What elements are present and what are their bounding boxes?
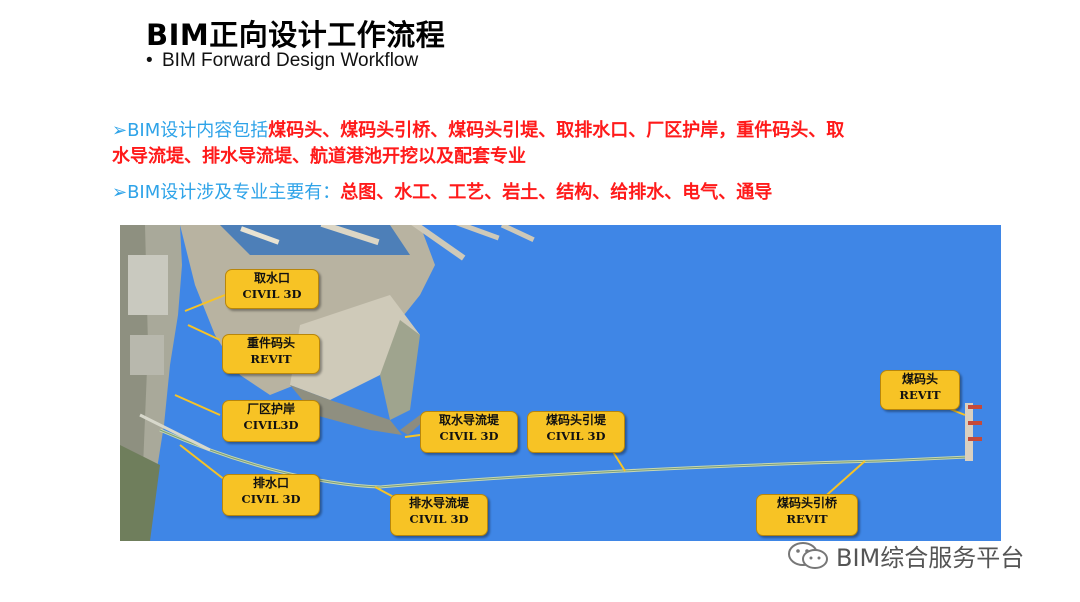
- callout-software: REVIT: [786, 512, 828, 526]
- callout-software: CIVIL 3D: [242, 287, 302, 301]
- callout-plant-revetment: 厂区护岸 CIVIL3D: [222, 400, 320, 442]
- callout-intake: 取水口 CIVIL 3D: [225, 269, 319, 309]
- callout-coal-terminal: 煤码头 REVIT: [880, 370, 960, 410]
- callout-name: 排水口: [252, 476, 289, 490]
- callout-name: 厂区护岸: [246, 402, 295, 416]
- callout-software: REVIT: [250, 352, 292, 366]
- callout-coal-approach-embankment: 煤码头引堤 CIVIL 3D: [527, 411, 625, 453]
- callout-software: CIVIL 3D: [241, 492, 301, 506]
- callout-software: REVIT: [899, 388, 941, 402]
- callout-software: CIVIL 3D: [439, 429, 499, 443]
- callout-software: CIVIL 3D: [546, 429, 606, 443]
- callout-name: 煤码头引桥: [776, 496, 837, 510]
- callout-name: 重件码头: [246, 336, 295, 350]
- content-items-cont: 水导流堤、排水导流堤、航道港池开挖以及配套专业: [112, 146, 526, 167]
- callout-intake-breakwater: 取水导流堤 CIVIL 3D: [420, 411, 518, 453]
- wechat-icon: [788, 541, 828, 569]
- content-line-3: ➢BIM设计涉及专业主要有：总图、水工、工艺、岩土、结构、给排水、电气、通导: [112, 180, 772, 206]
- coal-terminal: [965, 403, 973, 461]
- callout-name: 排水导流堤: [408, 496, 469, 510]
- callout-coal-approach-bridge: 煤码头引桥 REVIT: [756, 494, 858, 536]
- watermark: BIM综合服务平台: [786, 538, 1024, 573]
- disciplines-list: 总图、水工、工艺、岩土、结构、给排水、电气、通导: [340, 182, 773, 203]
- content-items: 煤码头、煤码头引桥、煤码头引堤、取排水口、厂区护岸，重件码头、取: [268, 120, 845, 141]
- content-line-2: 水导流堤、排水导流堤、航道港池开挖以及配套专业: [112, 144, 526, 170]
- content-prefix: ➢BIM设计内容包括: [112, 120, 269, 141]
- callout-name: 煤码头: [901, 372, 938, 386]
- land-green: [120, 445, 160, 541]
- callout-name: 取水口: [253, 271, 290, 285]
- callout-heavy-cargo-wharf: 重件码头 REVIT: [222, 334, 320, 374]
- bullet: •: [146, 50, 153, 71]
- disciplines-prefix: ➢BIM设计涉及专业主要有：: [112, 182, 341, 203]
- callout-outfall-breakwater: 排水导流堤 CIVIL 3D: [390, 494, 488, 536]
- plant-building: [128, 255, 168, 315]
- slide-title: BIM正向设计工作流程: [146, 18, 446, 52]
- subtitle-text: BIM Forward Design Workflow: [162, 50, 419, 71]
- callout-outfall: 排水口 CIVIL 3D: [222, 474, 320, 516]
- callout-software: CIVIL 3D: [409, 512, 469, 526]
- content-line-1: ➢BIM设计内容包括煤码头、煤码头引桥、煤码头引堤、取排水口、厂区护岸，重件码头…: [112, 118, 844, 144]
- callout-name: 煤码头引堤: [545, 413, 606, 427]
- callout-name: 取水导流堤: [438, 413, 499, 427]
- slide-subtitle: • BIM Forward Design Workflow: [146, 50, 418, 72]
- watermark-text: BIM综合服务平台: [836, 544, 1025, 572]
- callout-software: CIVIL3D: [243, 418, 299, 432]
